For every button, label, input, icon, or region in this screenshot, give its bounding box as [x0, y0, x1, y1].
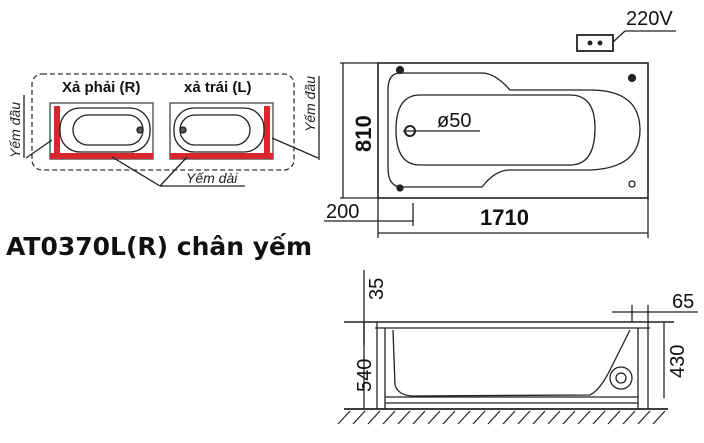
length-dim: 1710	[480, 205, 529, 230]
end-apron-label-right: Yếm đầu	[302, 75, 318, 132]
total-height-dim: 540	[354, 358, 376, 392]
top-view	[324, 30, 676, 238]
end-apron-label-left: Yếm đầu	[7, 101, 23, 158]
edge-dim: 65	[672, 291, 695, 313]
width-dim: 810	[351, 115, 376, 152]
power-label: 220V	[626, 8, 673, 30]
right-drain-label: Xả phải (R)	[62, 79, 141, 96]
long-apron-label: Yếm dài	[186, 170, 238, 186]
drain-diameter-label: ø50	[437, 110, 472, 132]
rim-dim: 35	[366, 277, 388, 300]
inner-height-dim: 430	[667, 344, 689, 378]
page-title: AT0370L(R) chân yếm	[6, 232, 313, 261]
offset-dim: 200	[326, 201, 360, 223]
apron-diagram	[23, 73, 320, 187]
side-view	[337, 270, 698, 425]
left-drain-label: xả trái (L)	[184, 79, 252, 96]
